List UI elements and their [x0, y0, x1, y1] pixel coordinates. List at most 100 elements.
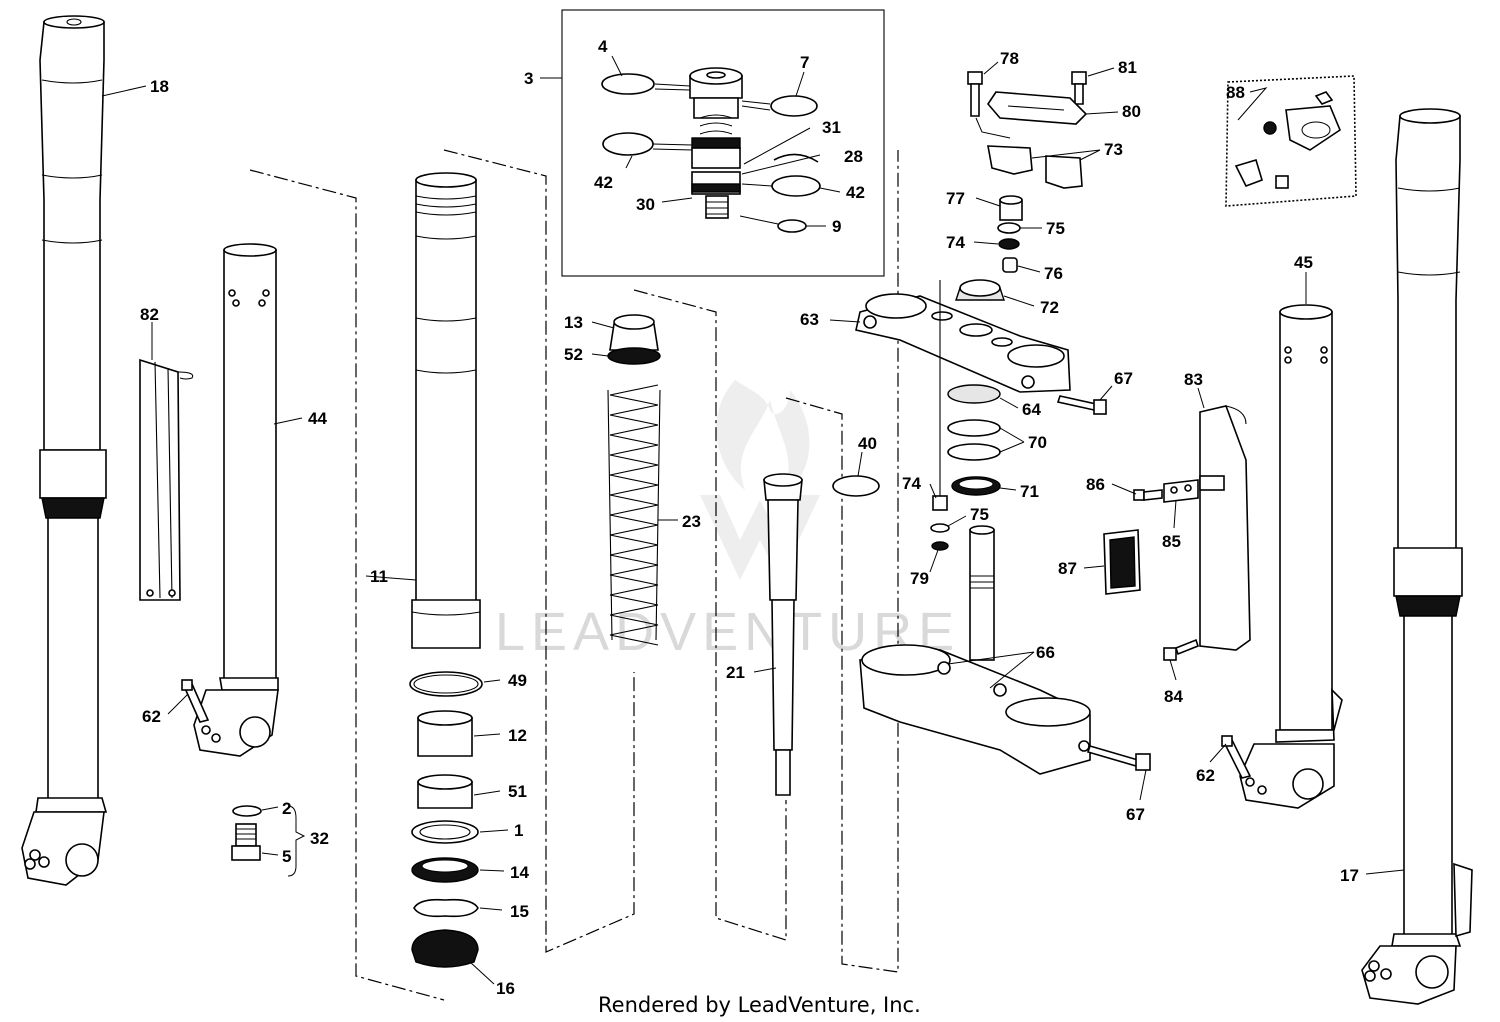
- bolt-78: [967, 71, 983, 117]
- credit-text: Rendered by LeadVenture, Inc.: [598, 993, 921, 1017]
- callout-17: 17: [1340, 866, 1359, 885]
- clamp-85: [1163, 479, 1199, 503]
- o-ring-7: [770, 95, 818, 117]
- callout-83: 83: [1184, 370, 1203, 389]
- o-ring-42-right: [771, 175, 821, 197]
- plate-80: [986, 91, 1088, 125]
- callout-62: 62: [142, 707, 161, 726]
- callout-42-right: 42: [846, 183, 865, 202]
- callout-73: 73: [1104, 140, 1123, 159]
- kit-88: [1225, 75, 1357, 207]
- callout-51: 51: [508, 782, 527, 801]
- callout-49: 49: [508, 671, 527, 690]
- callout-75-top: 75: [1046, 219, 1065, 238]
- callout-72: 72: [1040, 298, 1059, 317]
- callout-15: 15: [510, 902, 529, 921]
- assembly-line-mid: [443, 149, 635, 953]
- bearing-64: [947, 384, 1001, 404]
- spring-guide-13: [609, 314, 659, 351]
- bolt-84: [1163, 638, 1199, 661]
- callout-7: 7: [800, 53, 809, 72]
- bolt-67-bottom: [1086, 745, 1151, 771]
- callout-3: 3: [524, 69, 533, 88]
- nut-77: [999, 195, 1023, 221]
- callout-75-lower: 75: [970, 505, 989, 524]
- o-ring-9: [777, 219, 807, 233]
- callout-82: 82: [140, 305, 159, 324]
- callout-78: 78: [1000, 49, 1019, 68]
- bolt-62-left: [181, 679, 210, 723]
- callout-67-top: 67: [1114, 369, 1133, 388]
- inset-box-3: [561, 9, 885, 277]
- fork-leg-17: [1361, 108, 1473, 1005]
- bolt-62-right: [1221, 735, 1252, 779]
- callout-28: 28: [844, 147, 863, 166]
- holders-73: [987, 145, 1083, 189]
- ring-40: [832, 475, 880, 497]
- callout-32: 32: [310, 829, 329, 848]
- fork-guard-82: [139, 358, 194, 601]
- callout-14: 14: [510, 863, 529, 882]
- callout-4: 4: [598, 37, 608, 56]
- callout-84: 84: [1164, 687, 1183, 706]
- callout-12: 12: [508, 726, 527, 745]
- callout-11: 11: [370, 567, 388, 586]
- callout-30: 30: [636, 195, 655, 214]
- clip-15: [413, 898, 479, 918]
- washer-75-top: [997, 222, 1021, 234]
- inner-tube-11: [411, 172, 481, 649]
- circlip-28: [773, 153, 819, 163]
- callout-88: 88: [1226, 83, 1245, 102]
- reflector-87: [1103, 529, 1141, 595]
- callout-23: 23: [682, 512, 701, 531]
- bushing-51: [417, 774, 473, 809]
- callout-5: 5: [282, 847, 291, 866]
- bolt-67-top: [1056, 395, 1107, 415]
- callout-18: 18: [150, 77, 169, 96]
- bushing-12: [417, 710, 473, 757]
- fork-guard-83: [1199, 405, 1251, 651]
- bolt-81: [1071, 71, 1087, 105]
- bolt-86: [1133, 489, 1163, 501]
- callout-13: 13: [564, 313, 583, 332]
- bracket-32: [287, 805, 306, 877]
- assembly-line-spring: [633, 289, 787, 941]
- callout-44: 44: [308, 409, 327, 428]
- callout-70: 70: [1028, 433, 1047, 452]
- callout-79: 79: [910, 569, 929, 588]
- outer-tube-45: [1239, 304, 1343, 809]
- callout-42-left: 42: [594, 173, 613, 192]
- callout-63: 63: [800, 310, 819, 329]
- assembly-line-rod: [785, 150, 899, 973]
- callout-80: 80: [1122, 102, 1141, 121]
- lower-triple-clamp: [859, 644, 1091, 775]
- nut-74-lower: [932, 495, 948, 511]
- o-ring-4: [601, 73, 655, 95]
- base-valve-assembly: [689, 67, 743, 219]
- callout-64: 64: [1022, 400, 1041, 419]
- inset-leaders: [652, 83, 821, 225]
- spring-23: [607, 384, 661, 646]
- callout-74-lower: 74: [902, 474, 921, 493]
- o-ring-2: [232, 805, 262, 817]
- callout-1: 1: [514, 821, 523, 840]
- fork-leg-18: [21, 15, 108, 886]
- nut-74-top: [998, 238, 1020, 250]
- steering-stem-66: [969, 525, 995, 661]
- callout-77: 77: [946, 189, 965, 208]
- circlip-49: [409, 671, 483, 697]
- upper-triple-clamp-63: [855, 293, 1071, 393]
- assembly-line-left: [249, 169, 445, 1001]
- callout-31: 31: [822, 118, 841, 137]
- callout-86: 86: [1086, 475, 1105, 494]
- bearings-70: [947, 419, 1001, 461]
- callout-74-top: 74: [946, 233, 965, 252]
- leader-lines: [101, 55, 1405, 985]
- callout-67-bottom: 67: [1126, 805, 1145, 824]
- callout-62-right: 62: [1196, 766, 1215, 785]
- callout-81: 81: [1118, 58, 1137, 77]
- valve-5: [231, 823, 261, 861]
- spacer-76: [1002, 257, 1018, 273]
- callout-85: 85: [1162, 532, 1181, 551]
